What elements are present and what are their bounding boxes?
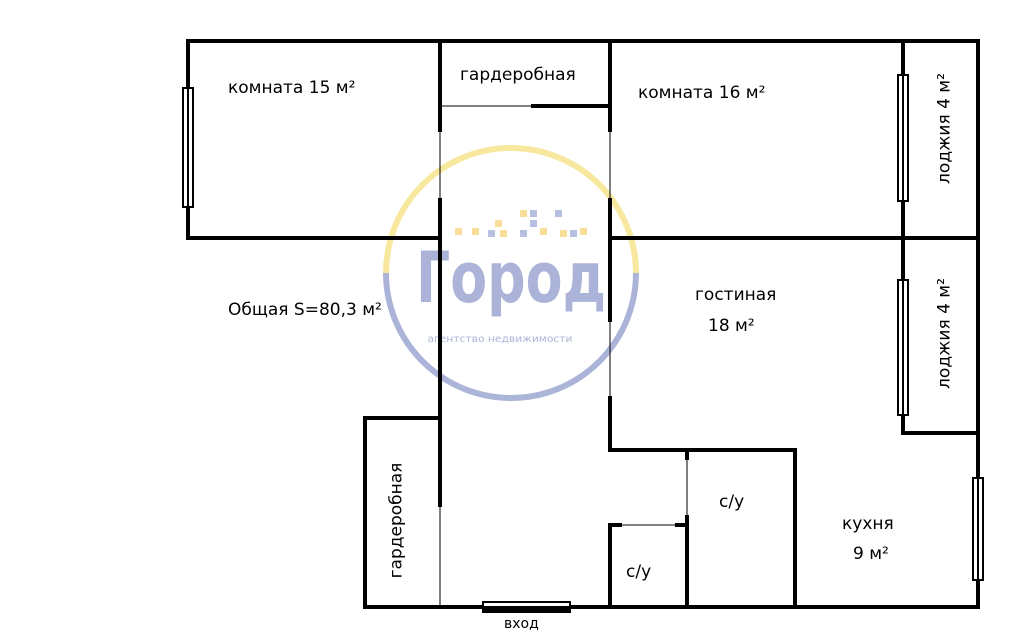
bathroom-2-label: с/у xyxy=(626,562,652,582)
kitchen-name: кухня xyxy=(842,514,894,534)
doors xyxy=(439,105,688,607)
windows xyxy=(182,74,984,581)
bathroom-1-label: с/у xyxy=(719,492,745,512)
watermark-brand: Город xyxy=(416,237,606,319)
entrance-door xyxy=(482,601,571,613)
living-room-area: 18 м² xyxy=(708,316,755,336)
watermark-tagline: агентство недвижимости xyxy=(428,334,573,345)
room-16-label: комната 16 м² xyxy=(638,83,766,103)
wardrobe-top-label: гардеробная xyxy=(460,65,576,85)
wardrobe-bottom-label: гардеробная xyxy=(386,462,407,579)
kitchen-area: 9 м² xyxy=(853,544,889,564)
living-room-name: гостиная xyxy=(695,285,777,305)
loggia-1-label: лоджия 4 м² xyxy=(934,73,955,184)
watermark-logo: Город агентство недвижимости xyxy=(383,145,639,401)
entrance-label: вход xyxy=(504,616,539,632)
loggia-2-label: лоджия 4 м² xyxy=(934,278,955,389)
total-area-label: Общая S=80,3 м² xyxy=(228,300,382,320)
room-15-label: комната 15 м² xyxy=(228,78,356,98)
